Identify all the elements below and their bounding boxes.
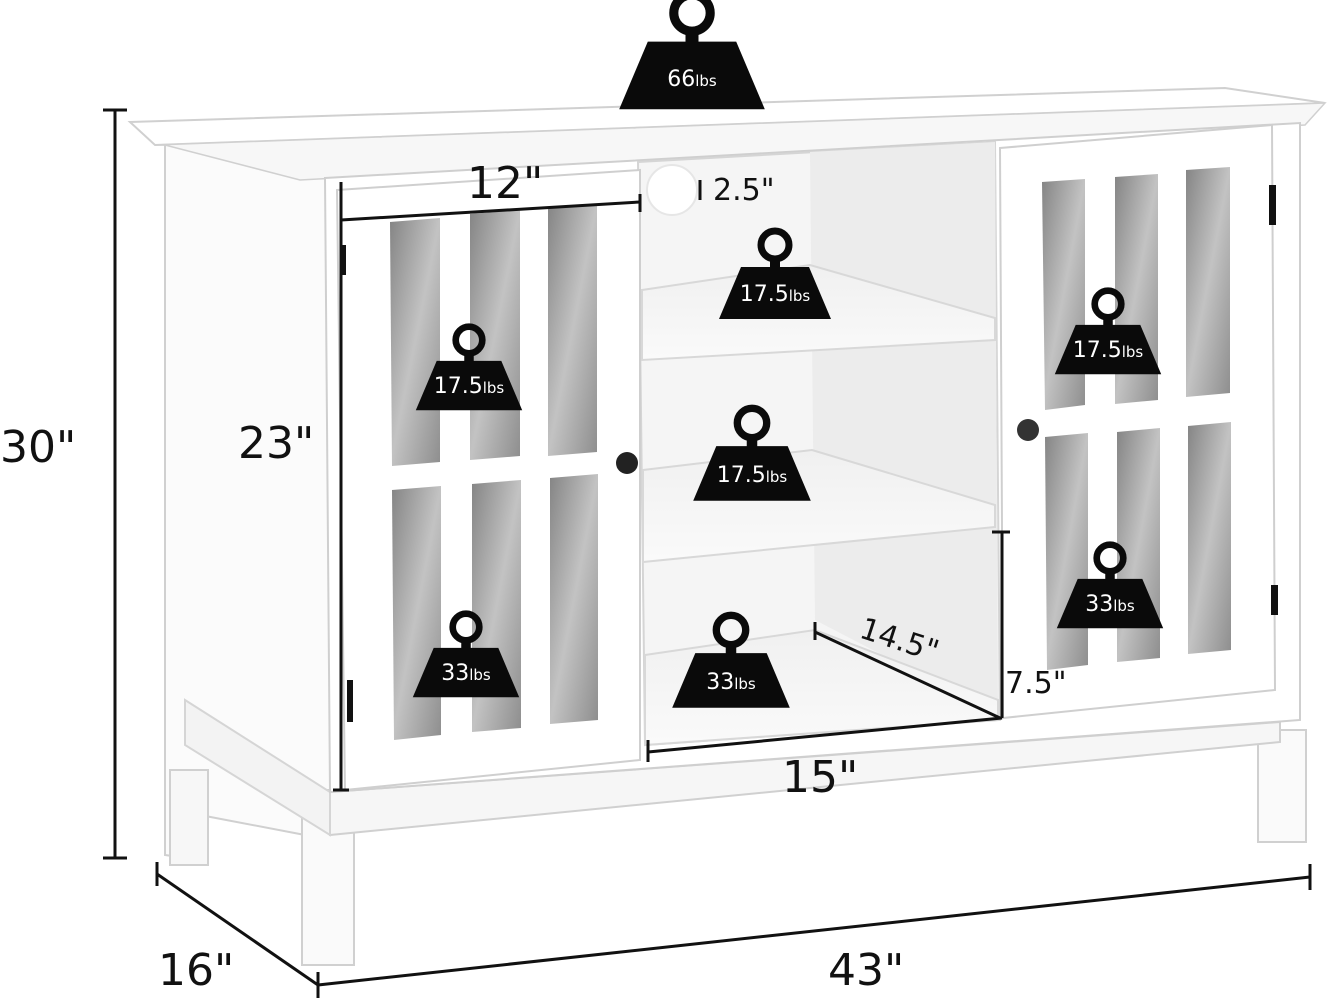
weight-label: 66lbs bbox=[667, 67, 717, 92]
weight-number: 33 bbox=[706, 670, 734, 695]
weight-body bbox=[693, 446, 811, 501]
right-door-pane bbox=[1188, 422, 1231, 654]
weight-icon-right-lower: 33lbs bbox=[1056, 541, 1164, 629]
weight-neck bbox=[725, 642, 737, 656]
weight-unit: lbs bbox=[734, 675, 756, 693]
weight-label: 17.5lbs bbox=[1073, 338, 1144, 363]
right-door-hinge bbox=[1269, 185, 1276, 225]
weight-label: 33lbs bbox=[706, 670, 756, 695]
side-bottom-rail bbox=[184, 698, 331, 837]
tv-stand bbox=[127, 86, 1327, 966]
weight-neck bbox=[685, 28, 699, 45]
weight-unit: lbs bbox=[789, 287, 811, 305]
right-door-pane bbox=[1042, 179, 1085, 410]
weight-icon-shelf-top: 17.5lbs bbox=[719, 227, 831, 319]
weight-ring bbox=[669, 0, 715, 36]
weight-neck bbox=[464, 351, 474, 363]
left-door-knob[interactable] bbox=[616, 452, 638, 474]
weight-unit: lbs bbox=[695, 72, 717, 90]
label-cable-hole: 2.5" bbox=[713, 173, 775, 208]
weight-body bbox=[719, 267, 831, 319]
weight-number: 17.5 bbox=[740, 282, 789, 307]
weight-icon-shelf-middle: 17.5lbs bbox=[693, 404, 811, 501]
weight-neck bbox=[461, 638, 471, 650]
weight-unit: lbs bbox=[469, 666, 491, 684]
weight-icon-top: 66lbs bbox=[619, 0, 765, 110]
weight-icon-left-upper: 17.5lbs bbox=[415, 323, 523, 411]
weight-neck bbox=[746, 435, 758, 449]
weight-neck bbox=[1105, 569, 1115, 581]
right-door bbox=[998, 123, 1278, 720]
right-front-leg bbox=[1257, 729, 1307, 843]
weight-unit: lbs bbox=[766, 468, 788, 486]
left-door-pane bbox=[550, 474, 598, 724]
left-door-hinge bbox=[347, 680, 353, 722]
weight-icon-shelf-bottom: 33lbs bbox=[672, 611, 790, 708]
weight-neck bbox=[1103, 315, 1113, 327]
weight-body bbox=[1056, 578, 1164, 629]
weight-body bbox=[1054, 324, 1162, 375]
weight-icon-left-lower: 33lbs bbox=[412, 610, 520, 698]
left-rear-leg bbox=[169, 769, 209, 866]
weight-label: 17.5lbs bbox=[717, 463, 788, 488]
weight-icons: 66lbs 17.5lbs 17.5lbs 33lbs 17.5lbs 33lb… bbox=[412, 0, 1164, 708]
weight-number: 17.5 bbox=[434, 374, 483, 399]
left-door-pane bbox=[390, 218, 440, 466]
left-door-hinge bbox=[340, 245, 346, 275]
weight-body bbox=[619, 41, 765, 110]
weight-number: 33 bbox=[1085, 592, 1113, 617]
weight-body bbox=[415, 360, 523, 411]
weight-number: 33 bbox=[441, 661, 469, 686]
weight-label: 17.5lbs bbox=[740, 282, 811, 307]
label-height-cabinet: 23" bbox=[238, 418, 314, 469]
dimension-labels: 30" 23" 12" 2.5" 15" 14.5" 7.5" 43" 16" bbox=[0, 158, 1067, 996]
label-shelf-height: 7.5" bbox=[1005, 666, 1067, 701]
weight-body bbox=[412, 647, 520, 698]
weight-unit: lbs bbox=[1113, 597, 1135, 615]
right-door-hinge bbox=[1271, 585, 1278, 615]
right-door-pane bbox=[1186, 167, 1230, 397]
weight-number: 66 bbox=[667, 67, 695, 92]
weight-number: 17.5 bbox=[1073, 338, 1122, 363]
left-door-pane bbox=[392, 486, 441, 740]
right-door-knob[interactable] bbox=[1017, 419, 1039, 441]
weight-unit: lbs bbox=[1122, 343, 1144, 361]
dimension-lines bbox=[103, 108, 1312, 998]
weight-neck bbox=[770, 257, 780, 269]
label-height-total: 30" bbox=[0, 422, 76, 473]
weight-label: 33lbs bbox=[1085, 592, 1135, 617]
left-door-pane bbox=[548, 204, 597, 456]
weight-icon-right-upper: 17.5lbs bbox=[1054, 287, 1162, 375]
right-door-pane bbox=[1045, 433, 1088, 670]
weight-label: 17.5lbs bbox=[434, 374, 505, 399]
weight-number: 17.5 bbox=[717, 463, 766, 488]
cable-hole bbox=[646, 164, 698, 216]
weight-body bbox=[672, 653, 790, 708]
label-cabinet-width: 12" bbox=[467, 158, 543, 209]
label-width-total: 43" bbox=[828, 945, 904, 996]
left-door-pane bbox=[470, 210, 520, 460]
weight-label: 33lbs bbox=[441, 661, 491, 686]
left-door bbox=[335, 168, 641, 792]
label-depth-total: 16" bbox=[158, 945, 234, 996]
weight-unit: lbs bbox=[483, 379, 505, 397]
label-shelf-width: 15" bbox=[782, 752, 858, 803]
